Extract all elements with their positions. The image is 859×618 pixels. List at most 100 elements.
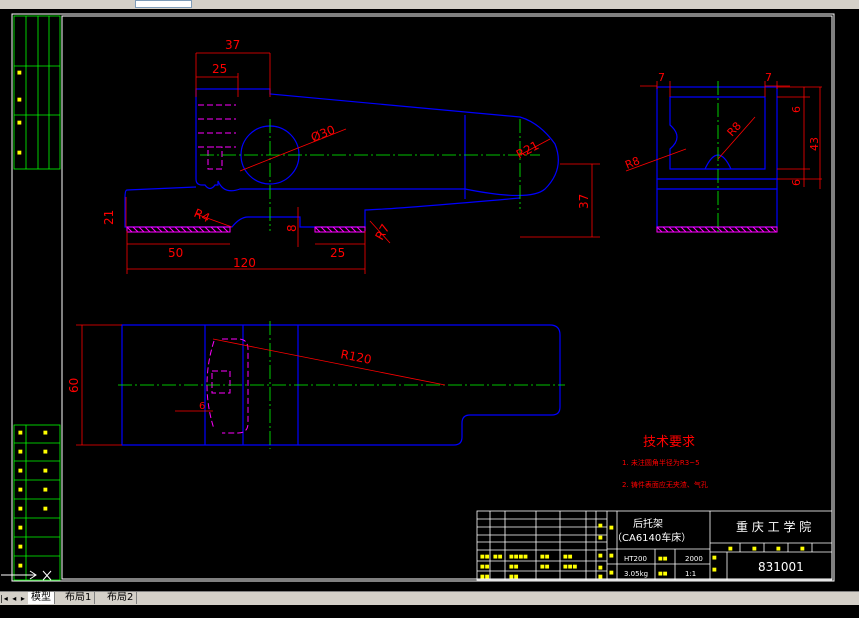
dim-50: 50: [168, 246, 183, 260]
dim-25-bottom: 25: [330, 246, 345, 260]
svg-text:■: ■: [43, 506, 48, 512]
technical-notes: 技术要求 1. 未注圆角半径为R3~5 2. 铸件表面应无夹渣、气孔: [622, 435, 708, 489]
dim-120: 120: [233, 256, 256, 270]
dim-7-left: 7: [658, 71, 665, 84]
svg-text:■: ■: [17, 97, 22, 103]
svg-text:■: ■: [17, 150, 22, 156]
dim-37-vertical: 37: [577, 194, 591, 209]
svg-text:■: ■: [598, 565, 603, 571]
svg-text:■■: ■■: [540, 564, 550, 570]
svg-text:■: ■: [18, 487, 23, 493]
svg-text:■: ■: [18, 430, 23, 436]
dim-43: 43: [808, 137, 821, 151]
svg-text:■: ■: [18, 449, 23, 455]
part-name: 后托架: [633, 517, 663, 530]
layout-tab-bar: |◂ ◂ ▸ ▸| 模型 布局1 布局2: [0, 591, 859, 616]
svg-text:■: ■: [18, 468, 23, 474]
binding-strip: [13, 15, 61, 581]
dim-8: 8: [285, 224, 299, 232]
front-view-hatch: [126, 226, 366, 233]
svg-text:■: ■: [43, 430, 48, 436]
dim-r120: R120: [339, 347, 372, 367]
svg-text:■: ■: [712, 555, 717, 561]
dim-25-top: 25: [212, 62, 227, 76]
svg-text:■: ■: [43, 487, 48, 493]
dim-21: 21: [102, 210, 116, 225]
dim-60: 60: [67, 378, 81, 393]
front-view-centerlines: [200, 119, 540, 231]
ucs-icon: [1, 570, 52, 581]
dim-r8-right: R8: [725, 119, 744, 139]
svg-text:■: ■: [752, 546, 757, 552]
side-view-dimtext: 7 7 6 43 6 R8 R8: [623, 71, 821, 186]
dim-37: 37: [225, 38, 240, 52]
title-block-cells: ■■■■■■■■ ■■■■■■ ■■■■■■■ ■■■■ ■■■ ■■ ■■■ …: [480, 523, 805, 580]
svg-text:■: ■: [18, 525, 23, 531]
svg-text:■: ■: [609, 570, 614, 576]
svg-text:■■■: ■■■: [563, 564, 577, 570]
dim-6: 6: [199, 401, 205, 412]
dim-6-top: 6: [790, 106, 803, 113]
drawing-number: 831001: [758, 560, 804, 574]
svg-text:■■■■: ■■■■: [509, 554, 528, 560]
svg-text:■: ■: [598, 535, 603, 541]
svg-text:■■: ■■: [509, 574, 519, 580]
svg-text:■: ■: [17, 120, 22, 126]
front-view-dimlines: [125, 52, 600, 274]
svg-text:■: ■: [18, 544, 23, 550]
svg-text:■■: ■■: [480, 554, 490, 560]
svg-text:■: ■: [712, 567, 717, 573]
svg-text:■■: ■■: [493, 554, 503, 560]
front-view-outline: [124, 88, 559, 228]
school-name: 重 庆 工 学 院: [736, 519, 811, 534]
window-tab[interactable]: [135, 0, 192, 8]
dim-r7: R7: [372, 222, 392, 243]
top-view-dimlines: [76, 324, 446, 446]
side-view-hatch: [656, 226, 778, 233]
side-view-outline: [656, 86, 778, 228]
scale-ratio: 1:1: [685, 570, 696, 578]
svg-text:■■: ■■: [563, 554, 573, 560]
svg-text:■■: ■■: [658, 571, 668, 577]
dim-7-right: 7: [765, 71, 772, 84]
dim-d30: Ø30: [309, 123, 337, 145]
drawing-frame: [11, 13, 835, 582]
title-strip: [0, 0, 859, 9]
drawing-canvas[interactable]: ■■■■ ■■■■ ■■■■ ■■■ ■■: [0, 9, 859, 591]
svg-text:■: ■: [609, 525, 614, 531]
top-view-dimtext: 60 R120 6: [67, 347, 373, 412]
notes-line-2: 2. 铸件表面应无夹渣、气孔: [622, 480, 708, 489]
dim-r8-left: R8: [623, 154, 641, 172]
svg-text:■: ■: [17, 70, 22, 76]
svg-text:■■: ■■: [480, 564, 490, 570]
quantity: 2000: [685, 555, 703, 563]
svg-text:■: ■: [43, 468, 48, 474]
svg-text:■: ■: [728, 546, 733, 552]
notes-line-1: 1. 未注圆角半径为R3~5: [622, 458, 700, 467]
material: HT200: [624, 555, 647, 563]
front-view-hidden: [198, 104, 236, 170]
svg-text:■: ■: [800, 546, 805, 552]
side-view-dimlines: [625, 81, 822, 189]
svg-text:■■: ■■: [509, 564, 519, 570]
weight: 3.05kg: [624, 570, 648, 578]
tab-layout-1[interactable]: 布局1: [62, 592, 96, 604]
notes-title: 技术要求: [643, 435, 695, 450]
svg-text:■■: ■■: [658, 556, 668, 562]
svg-text:■: ■: [609, 553, 614, 559]
svg-text:■: ■: [598, 553, 603, 559]
svg-text:■: ■: [43, 449, 48, 455]
svg-text:■■: ■■: [540, 554, 550, 560]
svg-text:■■: ■■: [480, 574, 490, 580]
svg-text:■: ■: [18, 506, 23, 512]
machine-name: （CA6140车床）: [612, 531, 691, 544]
title-block-grid: [476, 510, 833, 581]
front-view-dimtext: 37 25 Ø30 R21 21 R4 8 50 25 R7 120 37: [102, 38, 591, 270]
tab-layout-2[interactable]: 布局2: [104, 592, 138, 604]
svg-text:■: ■: [776, 546, 781, 552]
binding-labels: ■■■■ ■■■■ ■■■■ ■■■ ■■: [17, 70, 48, 569]
dim-r4: R4: [192, 206, 212, 225]
tab-model[interactable]: 模型: [28, 592, 55, 604]
title-block-text: 后托架 （CA6140车床） 重 庆 工 学 院 HT200 3.05kg 20…: [612, 517, 811, 578]
tab-scroll-arrows[interactable]: |◂ ◂ ▸ ▸|: [0, 594, 26, 616]
